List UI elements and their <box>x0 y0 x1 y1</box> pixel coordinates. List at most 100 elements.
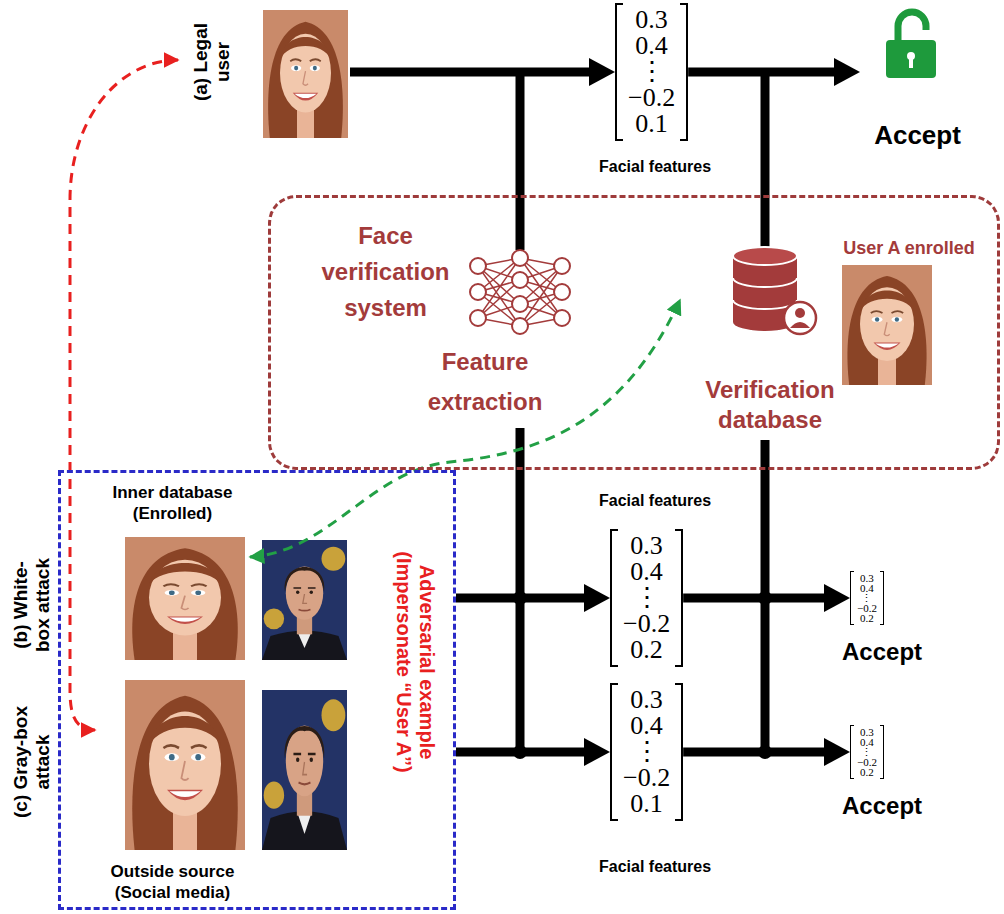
vector-entry: 0.1 <box>623 791 670 817</box>
vector-entry: 0.2 <box>857 613 877 623</box>
neuron <box>512 272 528 288</box>
stored-vector: 0.30.4⋮−0.20.2 <box>850 571 884 625</box>
vector-entry: ⋮ <box>857 747 877 757</box>
vector-entry: 0.3 <box>623 687 670 713</box>
cylinder-bands <box>733 278 797 309</box>
neuron <box>512 250 528 266</box>
arrowhead <box>834 58 860 86</box>
vector-entry: −0.2 <box>623 765 670 791</box>
vector-entry: 0.4 <box>857 737 877 747</box>
vector-bracket <box>615 3 623 141</box>
neuron <box>554 310 570 326</box>
connector <box>683 584 850 612</box>
user-shoulders <box>790 322 810 328</box>
connector <box>683 738 850 766</box>
feature-vector: 0.30.4⋮−0.20.1 <box>610 683 683 821</box>
shackle <box>898 12 926 40</box>
connector <box>70 60 178 730</box>
attack-caption: Adversarial example (Impersonate “User A… <box>392 537 438 787</box>
legal-user-photo <box>263 10 348 138</box>
feature-caption: Facial features <box>599 857 711 876</box>
connector <box>456 584 610 612</box>
feature-caption: Facial features <box>599 491 711 510</box>
vector-entry: 0.3 <box>857 727 877 737</box>
database-node: Verification database <box>680 240 860 435</box>
photo-heading: Outside source (Social media) <box>95 861 250 903</box>
arrowhead <box>584 584 610 612</box>
neuron <box>470 258 486 274</box>
arrow-shaft <box>456 748 586 757</box>
arrowhead <box>584 738 610 766</box>
lock-body <box>886 40 936 78</box>
vector-entry: ⋮ <box>628 59 675 85</box>
photo-heading: Inner database (Enrolled) <box>95 482 250 524</box>
vector-entry: 0.1 <box>628 111 675 137</box>
photo-node: Inner database (Enrolled) <box>95 482 250 665</box>
stored-vector: 0.30.4⋮−0.20.2 <box>850 725 884 779</box>
module-label: Feature extraction <box>410 342 560 422</box>
system-title: Face verification system <box>298 218 473 326</box>
neuron <box>470 284 486 300</box>
connector <box>350 58 615 86</box>
user-head <box>795 308 805 318</box>
vector-entry: −0.2 <box>623 611 670 637</box>
vector-entry: ⋮ <box>623 739 670 765</box>
vector-entry: 0.3 <box>623 533 670 559</box>
vector-entry: ⋮ <box>857 593 877 603</box>
vector-entry: 0.4 <box>623 713 670 739</box>
vector-bracket <box>850 725 854 779</box>
photo-node: Outside source (Social media) <box>95 675 250 903</box>
system-boundary: Face verification systemFeature extracti… <box>268 195 1000 470</box>
arrowhead <box>589 58 615 86</box>
neuron <box>470 310 486 326</box>
arrow-shaft <box>683 594 826 603</box>
row-label: (b) White-box attack <box>10 549 54 661</box>
face-photos <box>125 10 932 850</box>
user-badge <box>784 302 816 334</box>
arrowhead <box>824 738 850 766</box>
result-label: Accept <box>842 638 922 666</box>
connector <box>250 300 680 557</box>
arrow-shaft <box>350 68 591 77</box>
connector <box>688 58 860 86</box>
user-label: (a) Legal user <box>190 12 234 112</box>
vector-entry: ⋮ <box>623 585 670 611</box>
vector-bracket <box>880 725 884 779</box>
neural-network-icon <box>470 250 570 334</box>
vector-entry: −0.2 <box>857 757 877 767</box>
photo-node: User A enrolled <box>822 238 996 388</box>
social-media-photo <box>125 680 245 850</box>
wire <box>761 72 770 248</box>
arrowhead <box>824 584 850 612</box>
vector-bracket <box>610 529 618 667</box>
vector-bracket <box>675 683 683 821</box>
vector-bracket <box>675 529 683 667</box>
attack-group: Adversarial example (Impersonate “User A… <box>58 470 456 910</box>
dashed-arrow <box>250 300 680 557</box>
vector-entry: −0.2 <box>857 603 877 613</box>
vector-entry: 0.3 <box>857 573 877 583</box>
keyhole <box>909 58 913 68</box>
connector <box>456 738 610 766</box>
vector-bracket <box>880 571 884 625</box>
feature-caption: Facial features <box>599 157 711 176</box>
vector-entry: 0.3 <box>628 7 675 33</box>
photo-heading: User A enrolled <box>843 238 975 259</box>
row-label: (c) Gray-box attack <box>10 706 54 818</box>
module-label: Verification database <box>680 375 860 435</box>
vector-bracket <box>680 3 688 141</box>
network-links <box>478 258 562 326</box>
neuron <box>554 284 570 300</box>
enrolled-photo <box>842 265 932 385</box>
neuron <box>512 296 528 312</box>
feature-vector: 0.30.4⋮−0.20.2 <box>610 529 683 667</box>
wire <box>516 72 525 250</box>
unlock-icon <box>886 12 936 78</box>
database-icon <box>733 247 816 334</box>
vector-entry: 0.2 <box>857 767 877 777</box>
module-node: Feature extraction <box>410 342 560 422</box>
